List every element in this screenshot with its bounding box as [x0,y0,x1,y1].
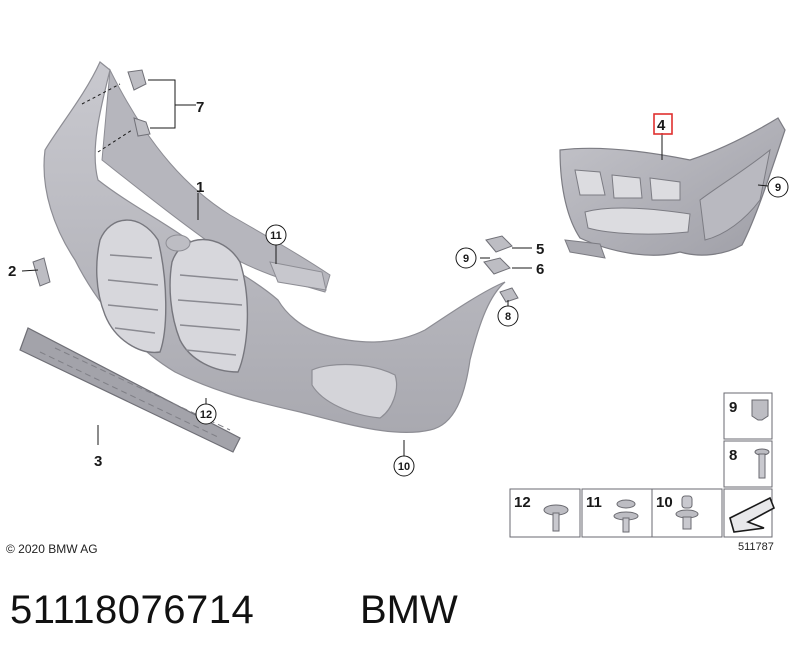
callout-5: 5 [536,241,544,258]
arrow-direction-icon [729,496,776,533]
screw-icon [754,448,770,479]
svg-text:9: 9 [463,253,469,265]
callouts: 1 2 3 5 6 7 4 11 12 10 9 8 9 [8,99,789,477]
bracket-7-pieces [127,69,151,137]
svg-text:10: 10 [398,461,410,473]
clip-nut-icon [751,399,769,421]
washer-screw-11-icon [613,499,639,533]
svg-text:12: 12 [200,409,212,421]
callout-7: 7 [196,99,204,116]
svg-text:9: 9 [775,182,781,194]
fastener-legend: 9 8 12 11 10 [509,392,776,538]
clips-5-6 [483,235,513,275]
plug-clip-10-icon [675,495,699,530]
callout-9a-circle: 9 [455,247,477,269]
side-piece-2 [32,257,51,287]
callout-9b-circle: 9 [767,176,789,198]
callout-4: 4 [657,117,666,134]
legend-10-label: 10 [656,494,673,511]
svg-text:11: 11 [270,230,282,242]
callout-2: 2 [8,263,16,280]
callout-4-highlight [653,113,673,135]
callout-1: 1 [196,179,204,196]
carrier-bracket-4 [559,117,786,259]
legend-12-label: 12 [514,494,531,511]
leader-lines [21,79,769,456]
legend-8-label: 8 [729,447,737,464]
bumper-panel [43,61,506,433]
image-number: 511787 [738,541,774,553]
brand-name: BMW [360,588,458,632]
callout-11-circle: 11 [265,224,287,246]
callout-6: 6 [536,261,544,278]
callout-10-circle: 10 [393,455,415,477]
svg-text:8: 8 [505,311,511,323]
callout-8-circle: 8 [497,305,519,327]
washer-screw-12-icon [543,504,569,532]
part-number: 51118076714 [10,588,255,632]
copyright-notice: © 2020 BMW AG [6,542,98,556]
callout-3: 3 [94,453,102,470]
legend-9-label: 9 [729,399,737,416]
callout-12-circle: 12 [195,403,217,425]
legend-11-label: 11 [586,494,602,511]
piece-8 [499,287,519,303]
